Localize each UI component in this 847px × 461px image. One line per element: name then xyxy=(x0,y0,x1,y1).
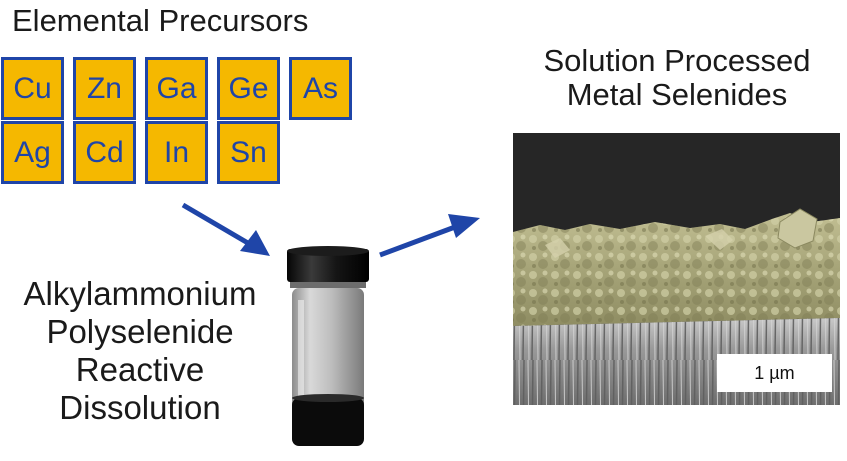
scale-bar-label: 1 µm xyxy=(717,354,832,392)
element-tile: Cu xyxy=(1,57,64,120)
product-title-line: Solution Processed xyxy=(543,43,811,78)
process-label-line: Reactive xyxy=(75,351,205,388)
process-label: Alkylammonium Polyselenide Reactive Diss… xyxy=(4,275,276,427)
process-label-line: Alkylammonium xyxy=(23,275,257,312)
process-label-line: Polyselenide xyxy=(46,313,234,350)
element-tile: Ga xyxy=(145,57,208,120)
product-title-line: Metal Selenides xyxy=(566,77,788,112)
element-tile: Sn xyxy=(217,121,280,184)
product-title: Solution Processed Metal Selenides xyxy=(512,44,842,112)
arrow-to-film xyxy=(379,214,480,258)
precursors-title: Elemental Precursors xyxy=(12,3,309,38)
arrow-to-vial xyxy=(181,202,270,256)
element-tile: Ge xyxy=(217,57,280,120)
process-label-line: Dissolution xyxy=(59,389,221,426)
element-tile: In xyxy=(145,121,208,184)
vial-photo xyxy=(287,246,369,446)
element-tile: Ag xyxy=(1,121,64,184)
element-tile: Cd xyxy=(73,121,136,184)
element-tile: Zn xyxy=(73,57,136,120)
element-tile: As xyxy=(289,57,352,120)
